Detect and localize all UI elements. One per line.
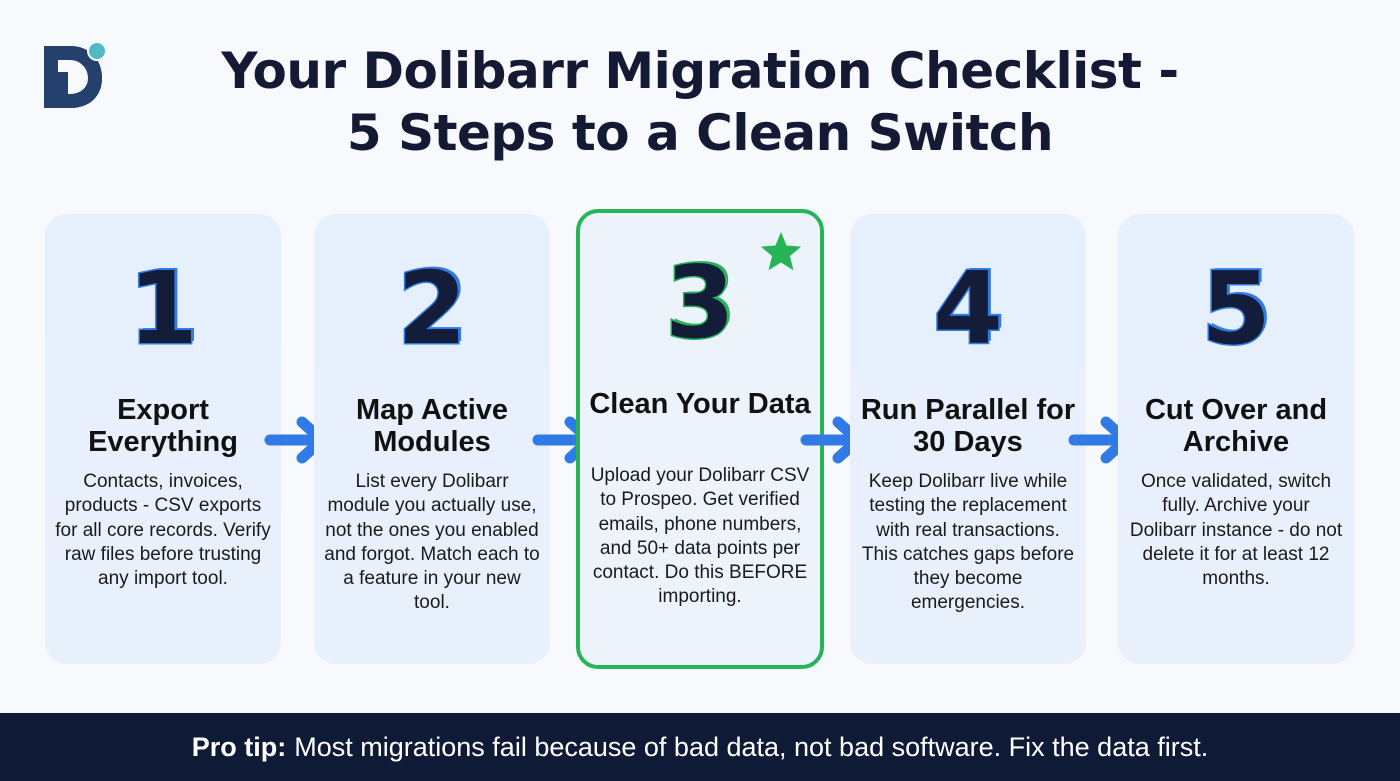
step-card-2: 2 Map Active Modules List every Dolibarr… — [314, 214, 550, 664]
step-description: Contacts, invoices, products - CSV expor… — [55, 471, 271, 590]
step-card-3-highlighted: 3 Clean Your Data Upload your Dolibarr C… — [576, 209, 824, 669]
step-number: 2 — [396, 250, 469, 367]
dolibarr-logo-icon — [44, 42, 107, 108]
step-title: Export Everything — [88, 394, 238, 458]
step-title: Clean Your Data — [589, 388, 811, 420]
page-title: Your Dolibarr Migration Checklist - 5 St… — [0, 40, 1400, 164]
step-description: Once validated, switch fully. Archive yo… — [1129, 471, 1343, 590]
step-title: Map Active Modules — [355, 394, 509, 458]
step-card-4: 4 Run Parallel for 30 Days Keep Dolibarr… — [850, 214, 1086, 664]
step-number: 4 — [932, 250, 1005, 367]
star-icon — [760, 231, 802, 271]
step-title: Cut Over and Archive — [1144, 394, 1328, 458]
step-title: Run Parallel for 30 Days — [860, 394, 1076, 458]
step-number: 5 — [1200, 250, 1273, 367]
pro-tip-text: Most migrations fail because of bad data… — [294, 731, 1209, 762]
title-line-1: Your Dolibarr Migration Checklist - — [221, 42, 1179, 100]
step-number: 3 — [664, 244, 737, 361]
title-line-2: 5 Steps to a Clean Switch — [346, 104, 1054, 162]
step-number: 1 — [127, 250, 200, 367]
step-card-1: 1 Export Everything Contacts, invoices, … — [45, 214, 281, 664]
step-card-5: 5 Cut Over and Archive Once validated, s… — [1118, 214, 1354, 664]
step-description: List every Dolibarr module you actually … — [324, 471, 540, 614]
pro-tip-label: Pro tip: — [191, 731, 287, 762]
step-description: Keep Dolibarr live while testing the rep… — [861, 471, 1075, 614]
step-description: Upload your Dolibarr CSV to Prospeo. Get… — [590, 465, 810, 608]
pro-tip-banner: Pro tip: Most migrations fail because of… — [0, 713, 1400, 781]
